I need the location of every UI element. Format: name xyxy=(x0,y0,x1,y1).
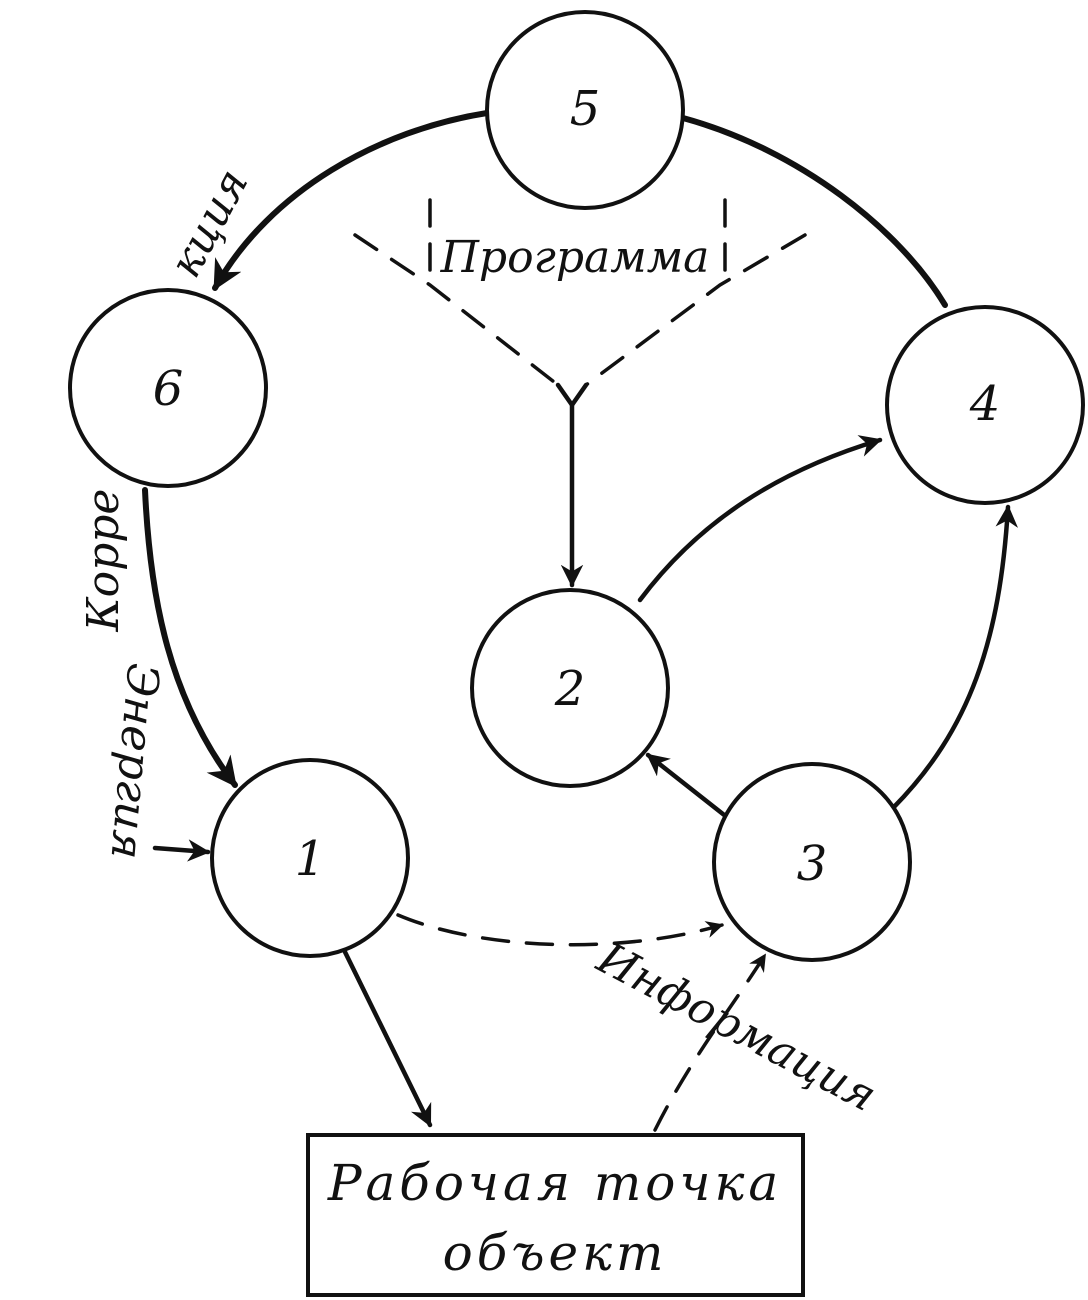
arrow-1-to-object xyxy=(342,949,433,1128)
node-5: 5 xyxy=(485,10,685,210)
arrow-3-to-4 xyxy=(890,504,1019,811)
node-6: 6 xyxy=(68,288,268,488)
node-1-circle xyxy=(210,758,410,958)
energy-label: Энергия xyxy=(100,661,168,861)
node-5-label: 5 xyxy=(570,81,601,137)
arrow-3-to-2 xyxy=(645,752,731,821)
dashed-1-to-3 xyxy=(396,913,724,947)
dashed-program-left xyxy=(353,233,560,387)
arrow-2-to-4 xyxy=(637,435,883,603)
arc-6-to-1 xyxy=(142,487,238,788)
work-point-box: Рабочая точка объект xyxy=(306,1133,805,1297)
node-1: 1 xyxy=(210,758,410,958)
correction-label-part2: кция xyxy=(160,161,259,286)
information-label: Информация xyxy=(588,932,884,1122)
node-1-label: 1 xyxy=(295,831,326,887)
arrow-y-left xyxy=(555,382,589,409)
node-4: 4 xyxy=(885,305,1085,505)
correction-label-part1: Корре xyxy=(78,489,129,633)
node-3-circle xyxy=(712,762,912,962)
arc-5-to-6 xyxy=(212,110,490,291)
node-6-circle xyxy=(68,288,268,488)
program-label: Программа xyxy=(440,232,710,283)
node-4-circle xyxy=(885,305,1085,505)
arc-5-to-4 xyxy=(680,115,948,308)
node-2: 2 xyxy=(470,588,670,788)
node-2-label: 2 xyxy=(554,661,586,717)
arrow-energy-to-1 xyxy=(152,839,211,862)
node-3-label: 3 xyxy=(797,836,828,892)
node-3: 3 xyxy=(712,762,912,962)
node-2-circle xyxy=(470,588,670,788)
work-point-line1: Рабочая точка xyxy=(327,1154,782,1212)
work-point-line2: объект xyxy=(443,1224,668,1282)
work-point-box-frame xyxy=(306,1133,805,1297)
dashed-program-right xyxy=(584,233,807,387)
node-5-circle xyxy=(485,10,685,210)
node-6-label: 6 xyxy=(153,361,184,417)
node-4-label: 4 xyxy=(969,376,1001,432)
dashed-object-to-3 xyxy=(653,953,767,1132)
